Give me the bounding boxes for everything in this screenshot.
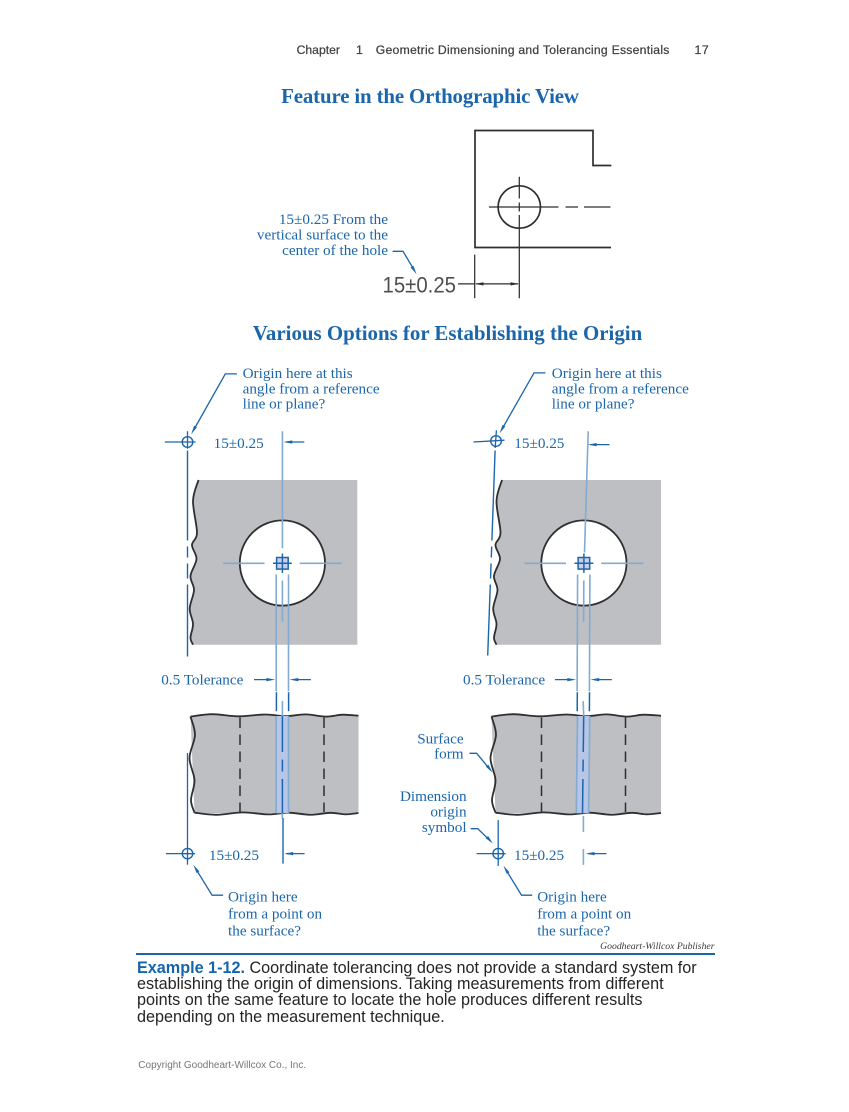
- svg-text:Origin here at this: Origin here at this: [552, 365, 662, 382]
- svg-text:line or plane?: line or plane?: [552, 396, 635, 413]
- svg-text:15±0.25: 15±0.25: [383, 273, 457, 298]
- svg-text:Origin here: Origin here: [228, 889, 298, 906]
- svg-text:vertical surface to the: vertical surface to the: [257, 227, 388, 244]
- svg-text:line or plane?: line or plane?: [243, 396, 326, 413]
- svg-text:15±0.25: 15±0.25: [514, 435, 564, 452]
- svg-text:symbol: symbol: [422, 819, 467, 836]
- svg-text:Dimension: Dimension: [400, 788, 467, 805]
- svg-text:from a point on: from a point on: [537, 906, 631, 923]
- svg-text:15±0.25 From the: 15±0.25 From the: [279, 211, 388, 228]
- svg-text:angle from a reference: angle from a reference: [243, 380, 380, 397]
- svg-text:center of the hole: center of the hole: [282, 242, 388, 259]
- svg-text:form: form: [434, 746, 464, 763]
- svg-text:angle from a reference: angle from a reference: [552, 380, 689, 397]
- svg-text:Surface: Surface: [417, 731, 464, 748]
- svg-text:0.5 Tolerance: 0.5 Tolerance: [463, 672, 545, 689]
- svg-text:the surface?: the surface?: [228, 923, 301, 940]
- svg-text:from a point on: from a point on: [228, 906, 322, 923]
- svg-text:origin: origin: [430, 804, 467, 821]
- svg-text:0.5 Tolerance: 0.5 Tolerance: [161, 672, 243, 689]
- svg-text:15±0.25: 15±0.25: [514, 847, 564, 864]
- svg-text:15±0.25: 15±0.25: [209, 847, 259, 864]
- svg-text:Origin here: Origin here: [537, 889, 607, 906]
- svg-text:15±0.25: 15±0.25: [214, 435, 264, 452]
- svg-text:the surface?: the surface?: [537, 923, 610, 940]
- svg-text:Origin here at this: Origin here at this: [243, 365, 353, 382]
